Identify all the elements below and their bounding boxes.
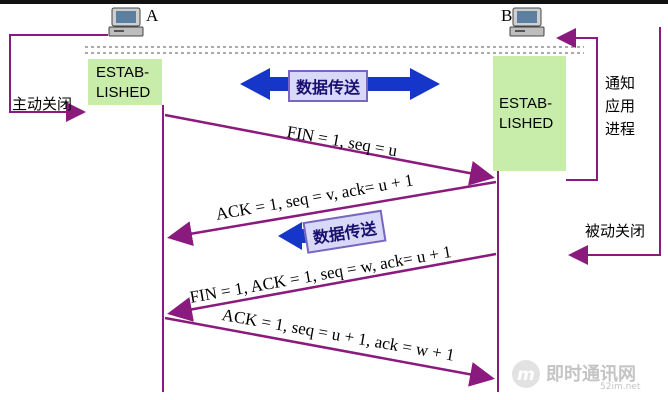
- state-line: LISHED: [499, 115, 554, 132]
- host-b-state-established: ESTAB- LISHED: [493, 56, 566, 171]
- passive-close-label: 被动关闭: [585, 222, 646, 240]
- state-line: ESTAB-: [499, 95, 553, 112]
- top-border: [0, 0, 668, 4]
- host-a-state-established: ESTAB- LISHED: [88, 59, 162, 105]
- active-close-label: 主动关闭: [12, 95, 73, 113]
- data-transfer-tag-top: 数据传送: [288, 70, 369, 102]
- computer-icon: [108, 7, 144, 37]
- notify-app-bracket: [556, 28, 598, 181]
- segment-arrow-ack: [167, 180, 497, 246]
- notify-app-line: 通知: [605, 74, 636, 92]
- watermark-logo: m: [512, 360, 540, 388]
- host-b-label: B: [501, 6, 513, 25]
- notify-app-line: 应用: [605, 97, 636, 115]
- svg-text:m: m: [517, 365, 535, 385]
- host-a-label: A: [146, 6, 159, 25]
- segment-arrow-final-ack: [164, 316, 495, 387]
- segment-arrow-fin-ack: [167, 252, 497, 322]
- segment-arrow-fin: [164, 113, 495, 186]
- notify-app-line: 进程: [605, 120, 636, 138]
- computer-icon: [509, 7, 545, 37]
- passive-close-bracket: [568, 27, 661, 265]
- active-close-bracket: [9, 34, 108, 122]
- state-line: LISHED: [96, 84, 151, 101]
- watermark-brand: 即时通讯网: [546, 364, 636, 385]
- state-line: ESTAB-: [96, 64, 150, 81]
- watermark-sub: 52im.net: [600, 382, 641, 392]
